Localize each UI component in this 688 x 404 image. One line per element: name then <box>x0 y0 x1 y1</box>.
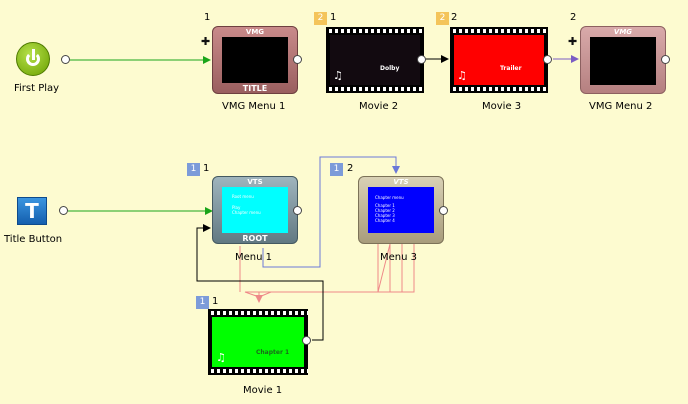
menu-3-screen-item: Chapter 1 <box>375 203 395 208</box>
menu-1-bottom-caption: ROOT <box>242 234 268 243</box>
menu-3-badge: 1 <box>330 163 343 176</box>
movie-3-screen <box>454 35 544 85</box>
movie-2-node[interactable]: Dolby ♫ <box>326 27 424 93</box>
link-menu3-movie1 <box>244 243 415 298</box>
movie-3-node[interactable]: Trailer ♫ <box>450 27 548 93</box>
menu-3-output-port[interactable] <box>439 206 448 215</box>
vmg-menu-1-output-port[interactable] <box>293 55 302 64</box>
movie-2-output-port[interactable] <box>417 55 426 64</box>
first-play-output-port[interactable] <box>61 55 70 64</box>
first-play-label: First Play <box>14 83 60 94</box>
music-note-icon: ♫ <box>457 69 467 82</box>
vmg-menu-1-screen <box>222 37 288 83</box>
menu-1-node[interactable]: VTS Root menu Play Chapter menu ROOT <box>212 176 298 244</box>
menu-1-label: Menu 1 <box>235 252 272 263</box>
menu-1-screen-item-chapter-menu: Chapter menu <box>232 210 261 215</box>
vmg-menu-1-node[interactable]: VMG TITLE <box>212 26 298 94</box>
movie-2-badge: 2 <box>314 12 327 25</box>
vmg-menu-2-output-port[interactable] <box>661 55 670 64</box>
movie-2-screen <box>330 35 420 85</box>
movie-3-output-port[interactable] <box>543 55 552 64</box>
movie-2-label: Movie 2 <box>359 101 399 112</box>
menu-3-node[interactable]: VTS Chapter menu Chapter 1 Chapter 2 Cha… <box>358 176 444 244</box>
link-movie1-menu1 <box>196 224 324 341</box>
power-icon <box>16 42 50 76</box>
menu-1-screen-title: Root menu <box>232 194 254 199</box>
music-note-icon: ♫ <box>216 351 226 364</box>
movie-1-screen-text: Chapter 1 <box>256 349 290 356</box>
vmg-menu-2-label: VMG Menu 2 <box>589 101 653 112</box>
vmg-menu-1-bottom-caption: TITLE <box>242 84 268 93</box>
movie-3-number: 2 <box>451 12 458 23</box>
vmg-menu-2-add-icon[interactable]: ✚ <box>568 35 578 48</box>
movie-2-number: 1 <box>330 12 337 23</box>
music-note-icon: ♫ <box>333 69 343 82</box>
vmg-menu-2-node[interactable]: VMG <box>580 26 666 94</box>
title-button-node[interactable]: T <box>17 197 47 225</box>
movie-1-number: 1 <box>212 296 219 307</box>
movie-3-badge: 2 <box>436 12 449 25</box>
vmg-menu-1-top-caption: VMG <box>245 28 265 36</box>
menu-3-screen-title: Chapter menu <box>375 195 404 200</box>
title-button-label: Title Button <box>4 234 63 245</box>
movie-3-label: Movie 3 <box>482 101 522 112</box>
vmg-menu-2-number: 2 <box>570 12 577 23</box>
title-button-output-port[interactable] <box>59 206 68 215</box>
menu-3-screen-item: Chapter 2 <box>375 208 395 213</box>
link-menu1-menu3 <box>262 156 400 268</box>
vmg-menu-1-number: 1 <box>204 12 211 23</box>
menu-3-label: Menu 3 <box>380 252 417 263</box>
first-play-node[interactable] <box>16 42 50 76</box>
vmg-menu-2-screen <box>590 37 656 85</box>
menu-3-screen-item: Chapter 3 <box>375 213 395 218</box>
menu-1-screen-item-play: Play <box>232 205 241 210</box>
menu-1-screen <box>222 187 288 233</box>
menu-3-screen <box>368 187 434 233</box>
menu-3-top-caption: VTS <box>393 178 409 186</box>
menu-1-top-caption: VTS <box>247 178 263 186</box>
movie-2-screen-text: Dolby <box>380 65 400 72</box>
vmg-menu-1-add-icon[interactable]: ✚ <box>201 35 211 48</box>
movie-1-badge: 1 <box>196 296 209 309</box>
vmg-menu-1-label: VMG Menu 1 <box>222 101 286 112</box>
movie-1-screen <box>212 317 304 367</box>
menu-3-screen-item: Chapter 4 <box>375 218 395 223</box>
menu-3-number: 2 <box>347 163 354 174</box>
movie-1-output-port[interactable] <box>302 336 311 345</box>
movie-1-node[interactable]: Chapter 1 ♫ <box>208 309 308 375</box>
movie-1-label: Movie 1 <box>243 385 283 396</box>
menu-1-badge: 1 <box>187 163 200 176</box>
menu-1-number: 1 <box>203 163 210 174</box>
t-icon: T <box>25 199 39 223</box>
movie-3-screen-text: Trailer <box>500 65 522 72</box>
menu-1-output-port[interactable] <box>293 206 302 215</box>
vmg-menu-2-top-caption: VMG <box>613 28 633 36</box>
